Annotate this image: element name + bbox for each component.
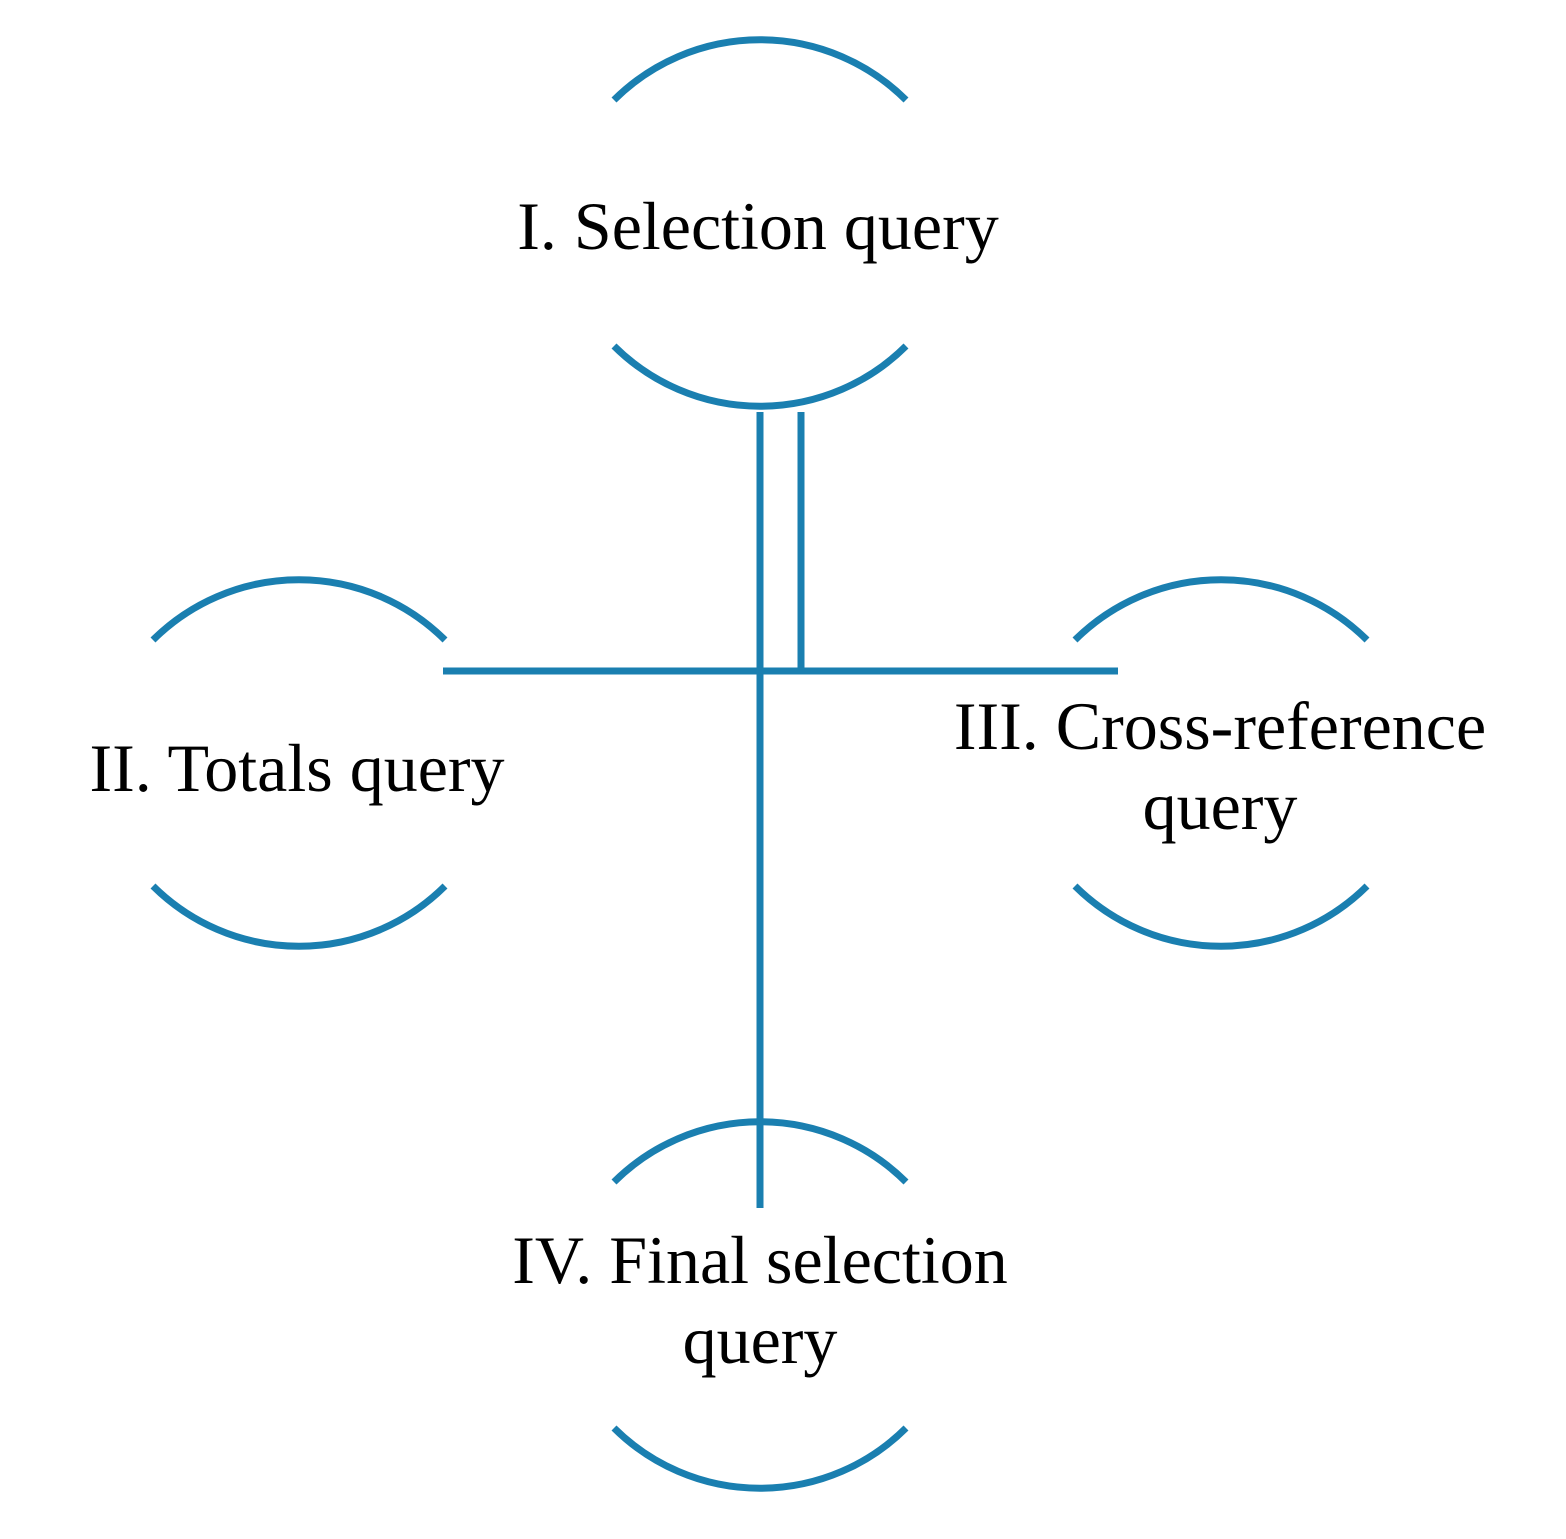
totals-query-label-line-1: II. Totals query	[89, 730, 505, 806]
final-selection-node-bottom-bracket	[611, 1425, 909, 1492]
selection-query-label-line-1: I. Selection query	[517, 188, 999, 264]
selection-query-label: I. Selection query	[458, 186, 1058, 266]
cross-reference-node-bottom-bracket	[1072, 883, 1370, 950]
totals-node-bottom-bracket	[150, 883, 448, 950]
final-selection-query-label: IV. Final selection query	[420, 1220, 1100, 1380]
totals-node-top-bracket	[150, 576, 448, 643]
selection-node-bottom-bracket	[611, 343, 909, 410]
totals-query-label: II. Totals query	[0, 728, 594, 808]
diagram-strokes	[150, 36, 1370, 1492]
final-selection-query-label-line-2: query	[682, 1302, 838, 1378]
selection-node-top-bracket	[611, 36, 909, 103]
cross-reference-query-label: III. Cross-reference query	[894, 686, 1546, 846]
final-selection-query-label-line-1: IV. Final selection	[512, 1222, 1008, 1298]
cross-reference-query-label-line-2: query	[1142, 768, 1298, 844]
cross-reference-query-label-line-1: III. Cross-reference	[953, 688, 1487, 764]
cross-reference-node-top-bracket	[1072, 576, 1370, 643]
